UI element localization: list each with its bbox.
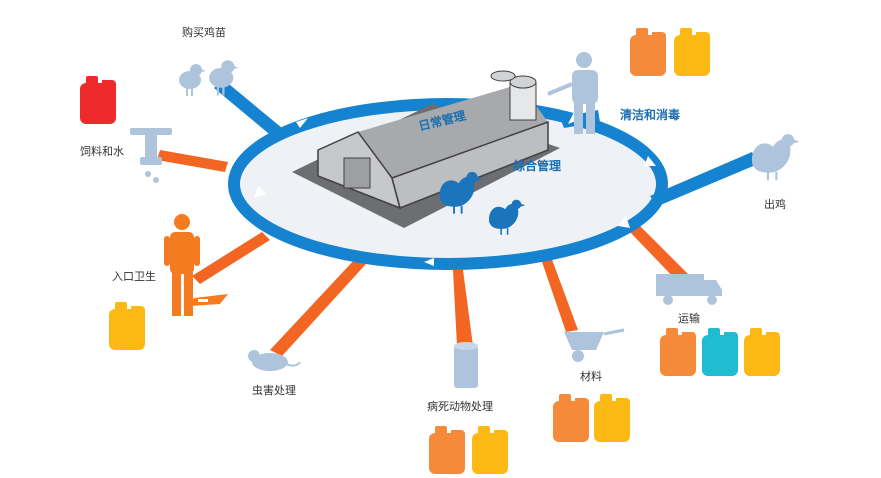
spoke-buy-chicks bbox=[214, 80, 282, 138]
bottle-icon bbox=[744, 328, 780, 376]
bottle-icon bbox=[109, 302, 145, 350]
entrance-hygiene-label: 入口卫生 bbox=[112, 270, 156, 283]
bottle-icon bbox=[660, 328, 696, 376]
clean-disinfect-label: 清洁和消毒 bbox=[620, 108, 681, 122]
spoke-out-chicken bbox=[650, 152, 758, 206]
rat-icon bbox=[248, 350, 301, 371]
footbath-mat-icon bbox=[190, 294, 228, 306]
integrated-management-label: 综合管理 bbox=[513, 159, 562, 173]
buy-chicks-label: 购买鸡苗 bbox=[182, 26, 226, 39]
sprayer-worker-icon bbox=[547, 52, 598, 134]
barn-door bbox=[343, 157, 371, 189]
pest-control-label: 虫害处理 bbox=[252, 384, 296, 397]
silo-top-2 bbox=[490, 70, 516, 82]
bottle-icon bbox=[80, 76, 116, 124]
barn-icon bbox=[292, 70, 560, 228]
ring-arrow bbox=[424, 258, 434, 266]
spoke-dead-animal bbox=[453, 270, 473, 346]
worker-icon bbox=[164, 214, 200, 316]
bottle-icon bbox=[472, 426, 508, 474]
spoke-transport bbox=[630, 226, 690, 282]
bottle-icon bbox=[630, 28, 666, 76]
ring-arrow bbox=[296, 118, 308, 128]
silo-top bbox=[509, 75, 537, 89]
spoke-materials bbox=[540, 254, 578, 332]
transport-label: 运输 bbox=[678, 312, 700, 325]
ring-arrow bbox=[618, 216, 630, 228]
spoke-entrance bbox=[192, 232, 270, 284]
ring-arrows bbox=[254, 112, 656, 266]
materials-label: 材料 bbox=[580, 370, 602, 383]
spokes bbox=[157, 150, 690, 356]
management-ring bbox=[228, 98, 668, 270]
bottle-icon bbox=[553, 394, 589, 442]
feeder-icon bbox=[130, 128, 172, 183]
dead-animal-label: 病死动物处理 bbox=[427, 400, 493, 413]
ring-arrow bbox=[644, 156, 656, 166]
barn-side bbox=[391, 120, 549, 210]
bottle-icon bbox=[429, 426, 465, 474]
wheelbarrow-icon bbox=[564, 328, 625, 362]
barn-roof bbox=[358, 84, 548, 178]
bottle-icon bbox=[674, 28, 710, 76]
hen-silhouette-icon bbox=[751, 134, 800, 181]
out-chicken-label: 出鸡 bbox=[764, 198, 786, 211]
bottle-icon bbox=[594, 394, 630, 442]
bottle-icon bbox=[702, 328, 738, 376]
spoke-feed-water bbox=[157, 150, 228, 172]
ring-arrow bbox=[254, 186, 266, 198]
truck-icon bbox=[656, 274, 722, 305]
bin-icon bbox=[454, 342, 478, 388]
chick-icon bbox=[179, 64, 206, 96]
spoke-pest bbox=[270, 258, 366, 356]
feed-water-label: 饲料和水 bbox=[80, 145, 124, 158]
